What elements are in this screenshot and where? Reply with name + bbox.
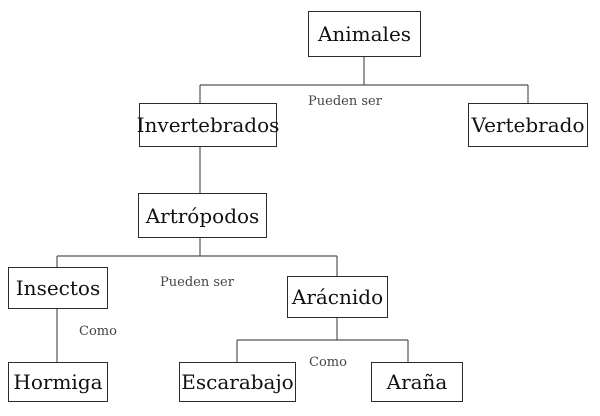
label-animales-pueden-ser: Pueden ser bbox=[308, 94, 382, 109]
label-insectos-como: Como bbox=[79, 324, 117, 339]
node-artropodos: Artrópodos bbox=[138, 193, 267, 238]
node-insectos: Insectos bbox=[8, 267, 108, 309]
label-aracnido-como: Como bbox=[309, 355, 347, 370]
node-vertebrado: Vertebrado bbox=[468, 103, 588, 147]
node-arana: Araña bbox=[371, 362, 463, 402]
label-artropodos-pueden-ser: Pueden ser bbox=[160, 275, 234, 290]
node-hormiga: Hormiga bbox=[8, 362, 108, 402]
node-escarabajo: Escarabajo bbox=[179, 362, 296, 402]
node-animales: Animales bbox=[308, 11, 421, 57]
node-invertebrados: Invertebrados bbox=[137, 103, 279, 147]
node-aracnido: Arácnido bbox=[287, 276, 388, 318]
